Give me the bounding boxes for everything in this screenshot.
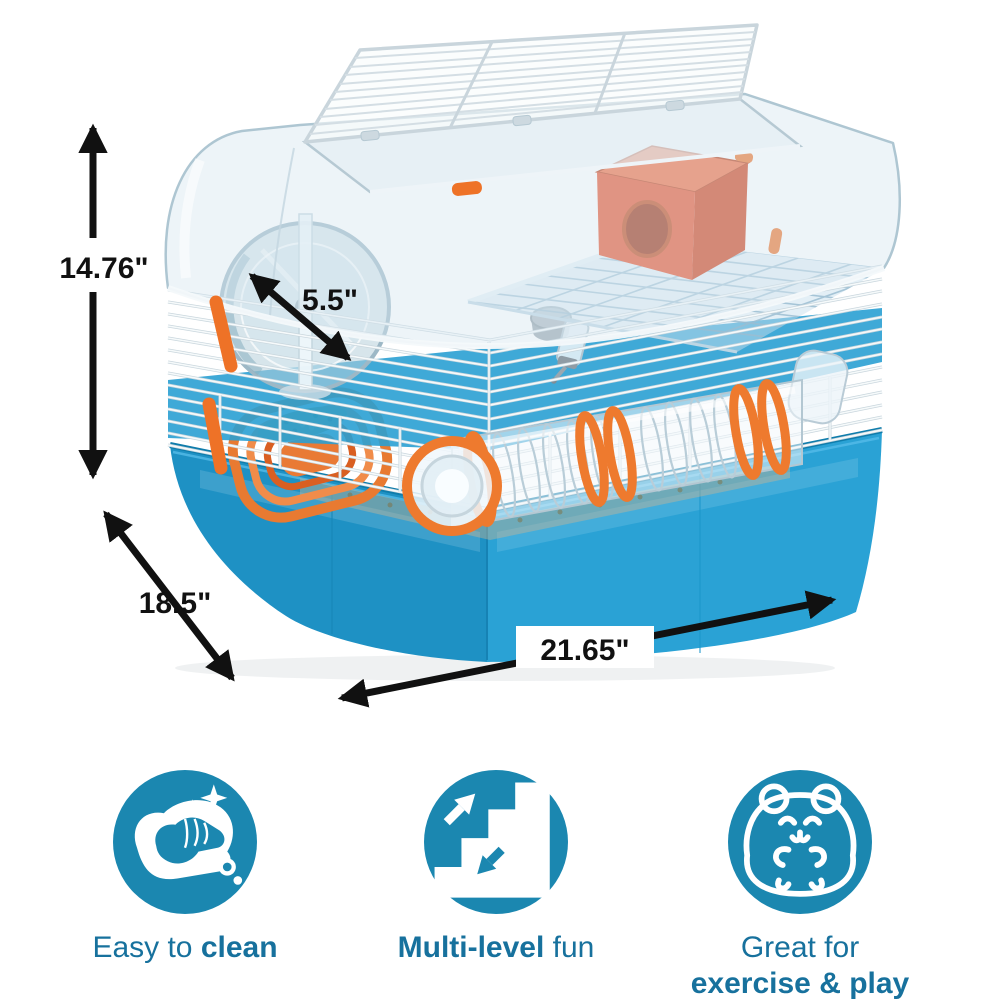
- dimension-depth-arrow: 18.5": [103, 510, 235, 682]
- dimension-depth-label: 18.5": [139, 587, 212, 620]
- feature-easy-to-clean-label: Easy to clean: [92, 931, 278, 964]
- stairs-icon: [424, 770, 568, 914]
- feature-exercise-play: Great for exercise & play: [660, 770, 940, 1002]
- cleaning-hand-icon: [113, 770, 257, 914]
- hamster-icon: [728, 770, 872, 914]
- play-tube: [402, 349, 849, 536]
- dimension-height-arrow: 14.76": [56, 123, 152, 480]
- dimension-width-arrow: 21.65": [337, 590, 837, 708]
- feature-easy-to-clean: Easy to clean: [45, 770, 325, 966]
- tube-end-cap: [402, 436, 502, 536]
- feature-multi-level-label: Multi-level fun: [397, 931, 595, 964]
- hamster-cage-product-image: 14.76" 5.5" 18.5" 21.65": [56, 23, 902, 708]
- feature-multi-level: Multi-level fun: [356, 770, 636, 966]
- side-clip-right: [768, 228, 783, 255]
- lid-latch: [451, 181, 482, 196]
- down-arrow: [477, 846, 505, 875]
- dimension-width-label: 21.65": [540, 634, 629, 667]
- lid-hinges: [360, 99, 685, 142]
- up-arrow: [443, 793, 476, 826]
- dimension-wheel-arrow: 5.5": [248, 273, 358, 361]
- dimension-wheel-label: 5.5": [302, 284, 358, 317]
- house-doorway: [622, 200, 672, 258]
- dimension-height-label: 14.76": [59, 252, 148, 285]
- feature-exercise-play-label: Great for exercise & play: [690, 931, 910, 1000]
- wire-lid: [303, 23, 759, 144]
- side-clips-left: [202, 295, 238, 475]
